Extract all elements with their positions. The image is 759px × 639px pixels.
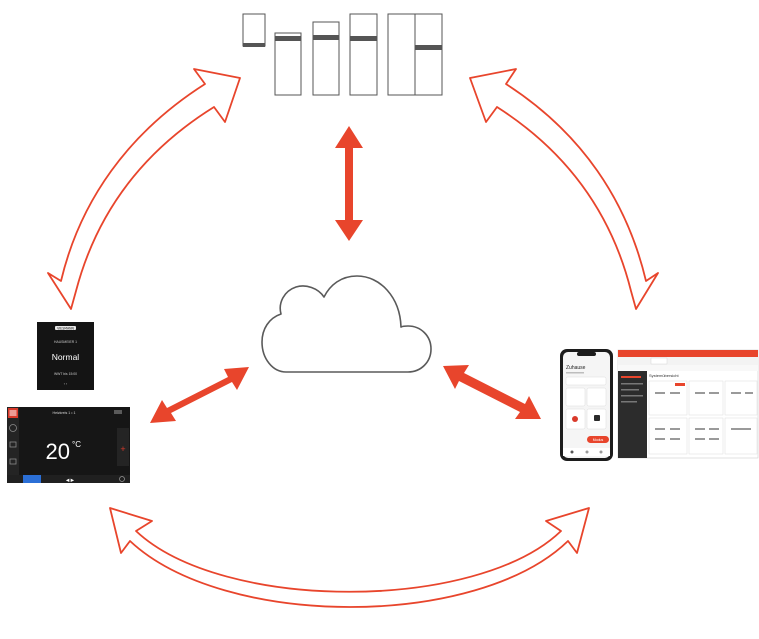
footer-nav: ◀ ▶ (66, 478, 75, 483)
list-icon (9, 458, 17, 465)
increase-button[interactable]: + (120, 444, 125, 454)
arrow-units-controllers (47, 68, 241, 310)
phone-button-label: Modus (593, 438, 604, 442)
power-icon[interactable] (119, 476, 125, 482)
arrow-controllers-cloud (150, 367, 249, 423)
brand-logo (55, 326, 76, 330)
large-control-panel: Heizkreis 1 • 1 20 °C + ◀ ▶ (7, 407, 130, 483)
arrow-cloud-apps (443, 365, 541, 419)
heating-units-icon (242, 13, 443, 96)
display-header: Heizkreis 1 • 1 (52, 411, 75, 415)
arrow-controllers-apps (109, 507, 590, 608)
home-icon (9, 441, 17, 448)
cloud-links (150, 126, 541, 423)
panel-subtitle: HAUSMEIER 1 (54, 340, 77, 344)
cloud-icon (261, 275, 432, 373)
small-control-panel: VIESMANN HAUSMEIER 1 Normal WWT bis 15:0… (37, 322, 94, 390)
temperature-unit: °C (72, 440, 81, 449)
phone-mode-button[interactable] (587, 436, 609, 443)
panel-nav: ‹ › (64, 382, 68, 386)
phone-title: Zuhause (566, 365, 586, 371)
panel-line: WWT bis 15:00 (54, 372, 77, 376)
smartphone: Zuhause Modus (560, 349, 613, 461)
web-portal: Systemübersicht (617, 349, 759, 459)
active-tab[interactable] (23, 475, 41, 483)
portal-title: Systemübersicht (649, 373, 679, 378)
phone-notch (577, 352, 596, 356)
arrow-units-apps (469, 68, 659, 310)
arrow-units-cloud (335, 126, 363, 241)
brand-text: VIESMANN (57, 327, 74, 331)
settings-icon (9, 424, 17, 432)
temperature-value: 20 (46, 439, 70, 464)
outer-ring-arrows (47, 68, 659, 608)
panel-mode: Normal (52, 352, 80, 362)
